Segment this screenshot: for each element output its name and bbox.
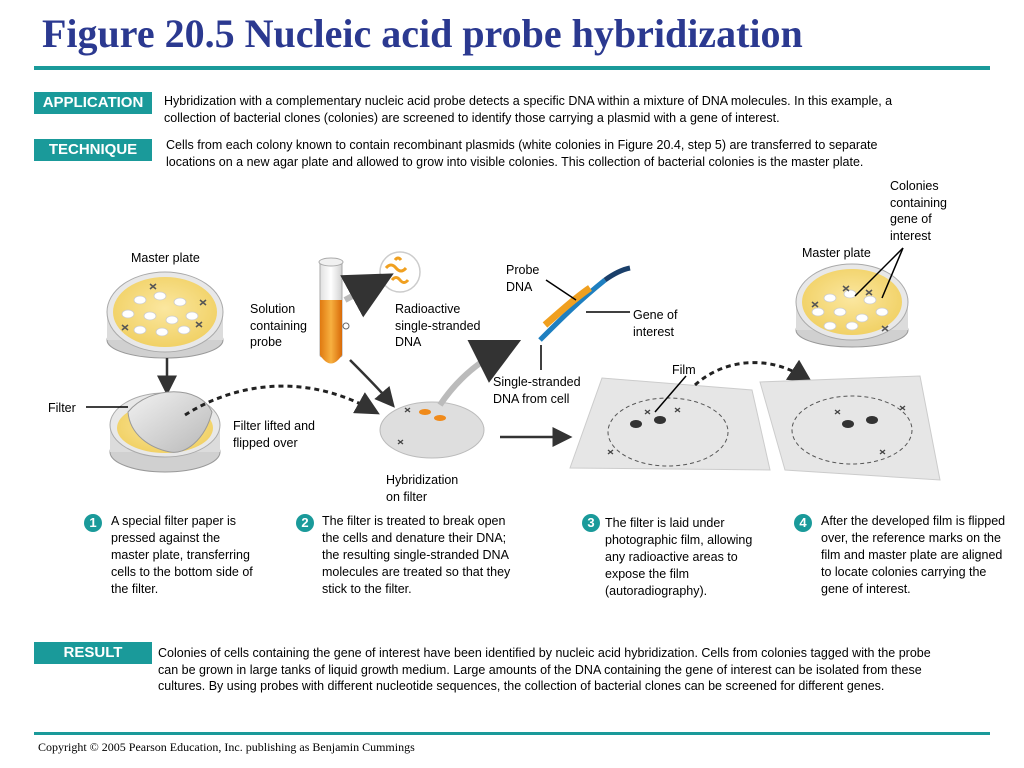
page-title: Figure 20.5 Nucleic acid probe hybridiza… — [42, 11, 803, 56]
step-3-badge: 3 — [582, 514, 600, 532]
film-sheet-left — [569, 377, 771, 471]
application-text: Hybridization with a complementary nucle… — [164, 94, 893, 125]
copyright: Copyright © 2005 Pearson Education, Inc.… — [38, 740, 415, 754]
technique-text: Cells from each colony known to contain … — [166, 138, 878, 169]
title-rule — [34, 66, 990, 70]
master-plate-left-dish — [106, 271, 224, 359]
step-3-text: The filter is laid under photographic fi… — [605, 516, 753, 598]
master-plate-right-dish — [795, 263, 909, 348]
dna-probe — [538, 265, 631, 342]
label-radioactive-dna: Radioactive single-stranded DNA — [395, 302, 481, 349]
result-text: Colonies of cells containing the gene of… — [158, 646, 931, 693]
label-filter: Filter — [48, 401, 76, 415]
label-master-plate-left: Master plate — [131, 251, 200, 265]
application-tag: APPLICATION — [34, 92, 152, 114]
label-gene-of-interest: Gene of interest — [633, 308, 678, 339]
step-4-text: After the developed film is flipped over… — [821, 514, 1006, 596]
footer-rule — [34, 732, 990, 735]
label-single-stranded-dna: Single-stranded DNA from cell — [493, 375, 581, 406]
step-1-text: A special filter paper is pressed agains… — [111, 514, 253, 596]
step-4-badge: 4 — [794, 514, 812, 532]
technique-tag: TECHNIQUE — [34, 139, 152, 161]
label-colonies-gene: Colonies containing gene of interest — [890, 179, 947, 243]
step-2-badge: 2 — [296, 514, 314, 532]
label-solution-probe: Solution containing probe — [250, 302, 307, 349]
label-film: Film — [672, 363, 696, 377]
film-sheet-right — [759, 375, 941, 481]
step-1-badge: 1 — [84, 514, 102, 532]
label-master-plate-right: Master plate — [802, 246, 871, 260]
label-probe-dna: Probe DNA — [506, 263, 540, 294]
label-hybridization: Hybridization on filter — [386, 473, 459, 504]
hybridization-filter — [379, 401, 485, 459]
probe-zoom — [379, 251, 421, 293]
result-tag: RESULT — [34, 642, 152, 664]
label-filter-lifted: Filter lifted and flipped over — [233, 419, 315, 450]
test-tube — [318, 257, 350, 364]
step-2-text: The filter is treated to break open the … — [322, 514, 511, 596]
